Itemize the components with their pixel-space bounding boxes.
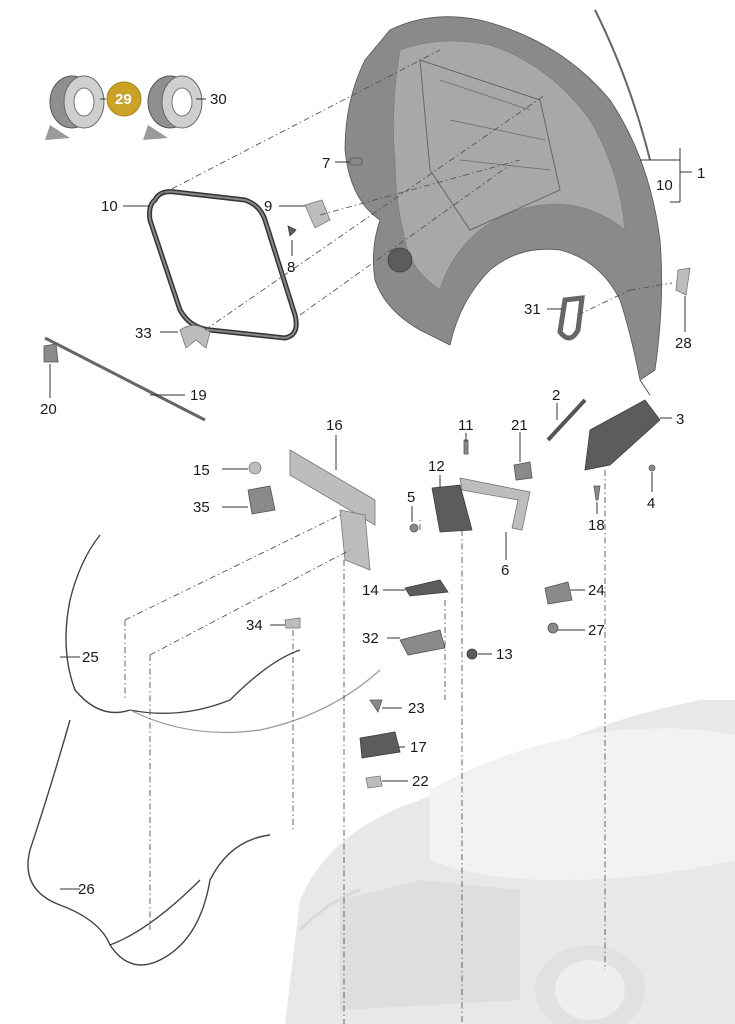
- grommet-15: [248, 461, 262, 475]
- handle-31: [557, 295, 585, 341]
- callout-34: 34: [246, 617, 263, 634]
- callout-35: 35: [193, 499, 210, 516]
- tape-roll-29: [45, 75, 105, 140]
- callout-3: 3: [676, 411, 684, 428]
- clip-22: [365, 775, 383, 789]
- bolt-5: [409, 523, 419, 533]
- callout-19: 19: [190, 387, 207, 404]
- bracket-9: [304, 199, 331, 229]
- callout-22: 22: [412, 773, 429, 790]
- cable-25b: [129, 669, 381, 734]
- callout-25: 25: [82, 649, 99, 666]
- strut-2: [546, 398, 587, 442]
- callout-24: 24: [588, 582, 605, 599]
- callout-9: 9: [264, 198, 272, 215]
- tape-roll-30: [143, 75, 203, 140]
- handle-14: [404, 579, 449, 597]
- callout-28: 28: [675, 335, 692, 352]
- hood-panel: [344, 9, 663, 396]
- leader-lines: [49, 98, 692, 890]
- callout-10-hood: 10: [656, 177, 673, 194]
- bracket-16b: [339, 509, 371, 571]
- buffer-7: [349, 157, 363, 166]
- screw-4: [648, 464, 656, 472]
- callout-20: 20: [40, 401, 57, 418]
- callout-13: 13: [496, 646, 513, 663]
- callout-7: 7: [322, 155, 330, 172]
- callout-30: 30: [210, 91, 227, 108]
- bracket-6: [459, 477, 531, 531]
- callout-2: 2: [552, 387, 560, 404]
- callout-16: 16: [326, 417, 343, 434]
- callout-5: 5: [407, 489, 415, 506]
- callout-27: 27: [588, 622, 605, 639]
- bracket-16: [289, 449, 376, 526]
- cover-32: [399, 629, 446, 656]
- highlight-badge-29: [106, 81, 142, 117]
- screw-23: [369, 699, 383, 713]
- cable-26b: [109, 879, 201, 946]
- callout-33: 33: [135, 325, 152, 342]
- assembly-lines: [124, 49, 673, 1024]
- cable-26: [27, 719, 271, 966]
- pin-8: [287, 225, 297, 237]
- switch-35: [247, 485, 276, 515]
- callout-31: 31: [524, 301, 541, 318]
- callout-21: 21: [511, 417, 528, 434]
- callout-29: 29: [115, 91, 132, 108]
- clip-34: [284, 617, 301, 629]
- nut-13: [466, 648, 478, 660]
- callout-18: 18: [588, 517, 605, 534]
- plate-17: [359, 731, 401, 759]
- callout-11: 11: [458, 417, 474, 434]
- car-background: [285, 700, 735, 1024]
- rod-19: [44, 336, 206, 422]
- callout-17: 17: [410, 739, 427, 756]
- grommet-27: [547, 622, 559, 634]
- callout-4: 4: [647, 495, 655, 512]
- callout-10-seal: 10: [101, 198, 118, 215]
- lock-12: [431, 484, 473, 533]
- callout-12: 12: [428, 458, 445, 475]
- callout-14: 14: [362, 582, 379, 599]
- hinge-3: [584, 399, 661, 471]
- callout-labels: 1 2 3 4 5 6 7 8 9 10 10 11 12 13 14 15 1…: [40, 91, 705, 898]
- callout-15: 15: [193, 462, 210, 479]
- callout-1: 1: [697, 165, 705, 182]
- bracket-24: [544, 581, 573, 605]
- seal-10: [147, 189, 299, 341]
- callout-32: 32: [362, 630, 379, 647]
- clip-33: [179, 325, 211, 349]
- clip-20: [43, 343, 59, 363]
- callout-8: 8: [287, 259, 295, 276]
- clip-21: [513, 461, 533, 481]
- screw-11: [463, 439, 469, 455]
- cable-25: [65, 534, 301, 715]
- callout-6: 6: [501, 562, 509, 579]
- callout-23: 23: [408, 700, 425, 717]
- bolt-18: [593, 485, 601, 501]
- callout-26: 26: [78, 881, 95, 898]
- trim-28: [675, 267, 691, 296]
